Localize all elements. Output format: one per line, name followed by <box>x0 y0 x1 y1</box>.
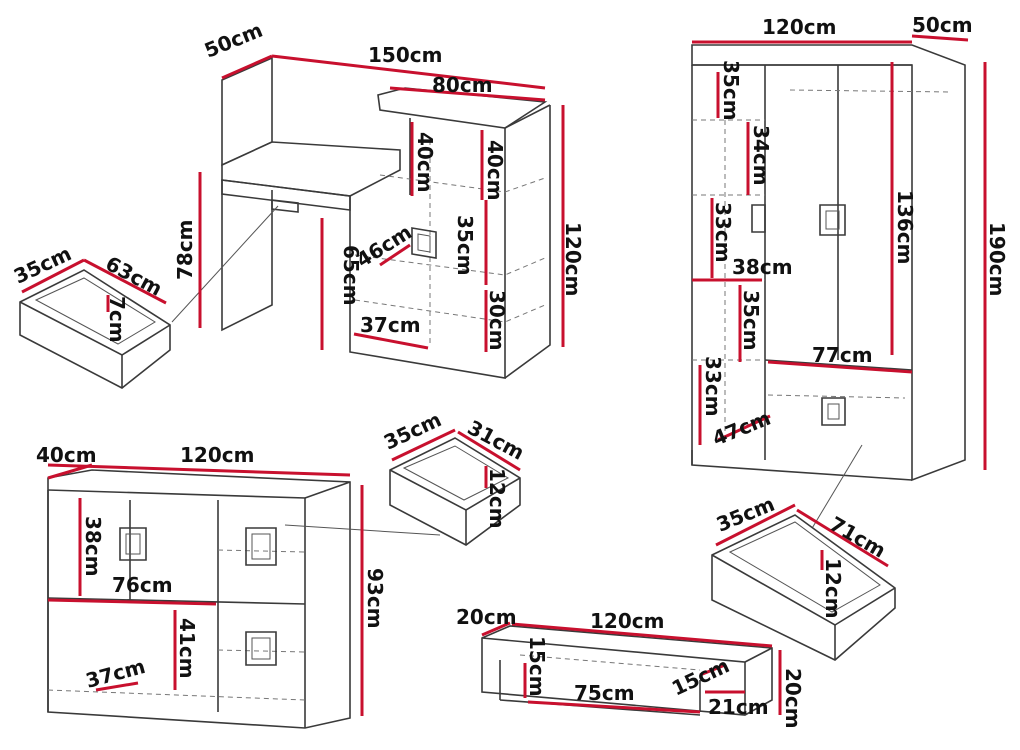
desk-total-height-label: 120cm <box>561 222 585 296</box>
wall-shelf-right-width-label: 21cm <box>708 695 769 719</box>
wardrobe-drawing <box>691 44 966 661</box>
desk-compartment-height-label: 35cm <box>453 215 477 276</box>
dresser-inner-width-label: 76cm <box>112 573 173 597</box>
wall-shelf-height-label: 20cm <box>781 668 805 729</box>
desk-shelf-width-label: 80cm <box>432 73 493 97</box>
desk-height-label: 78cm <box>173 219 197 280</box>
wardrobe-shelf-width-label: 38cm <box>732 255 793 279</box>
dresser-drawing <box>47 437 521 729</box>
wardrobe-width-label: 120cm <box>762 15 836 39</box>
wardrobe-hanging-height-label: 136cm <box>893 190 917 264</box>
desk-compartment-depth-label: 46cm <box>352 220 416 272</box>
wall-shelf-depth-label: 20cm <box>456 605 517 629</box>
wall-shelf-drawing <box>481 625 773 716</box>
desk-drawing <box>19 56 551 389</box>
desk-width-label: 150cm <box>368 43 442 67</box>
desk-drawer-height-label: 7cm <box>105 296 129 343</box>
wardrobe-shelf4-label: 35cm <box>739 290 763 351</box>
wall-shelf-dimension-lines <box>481 621 782 715</box>
dresser-dimension-lines <box>47 428 521 716</box>
dresser-drawer-height-label: 12cm <box>485 468 509 529</box>
wardrobe-shelf2-label: 34cm <box>749 125 773 186</box>
wardrobe-height-label: 190cm <box>985 222 1009 296</box>
dresser-height-label: 93cm <box>363 568 387 629</box>
wardrobe-hanging-width-label: 77cm <box>812 343 873 367</box>
wardrobe-shelf1-label: 35cm <box>719 60 743 121</box>
dresser-middle-height-label: 41cm <box>175 618 199 679</box>
wardrobe-shelf3-label: 33cm <box>711 202 735 263</box>
wardrobe-drawer-height-label: 12cm <box>821 558 845 619</box>
dresser-top-compartment-label: 38cm <box>81 516 105 577</box>
desk-bottom-height-label: 30cm <box>485 290 509 351</box>
desk-bottom-width-label: 37cm <box>360 313 421 337</box>
dresser-depth-label: 40cm <box>36 443 97 467</box>
wall-shelf-inner-width-label: 75cm <box>574 681 635 705</box>
wall-shelf-left-height-label: 15cm <box>525 636 549 697</box>
wardrobe-bottom-shelf-label: 33cm <box>701 356 725 417</box>
wardrobe-dimension-lines <box>692 34 987 570</box>
desk-shelf-height-right-label: 40cm <box>483 140 507 201</box>
desk-dimension-lines <box>21 54 565 352</box>
desk-leg-height-label: 65cm <box>339 245 363 306</box>
desk-depth-label: 50cm <box>201 18 266 63</box>
wardrobe-labels: 120cm 50cm 190cm 35cm 34cm 33cm 38cm 35c… <box>701 13 1009 619</box>
wardrobe-depth-label: 50cm <box>912 13 973 37</box>
dresser-width-label: 120cm <box>180 443 254 467</box>
wall-shelf-width-label: 120cm <box>590 609 664 633</box>
desk-shelf-height-left-label: 40cm <box>413 132 437 193</box>
